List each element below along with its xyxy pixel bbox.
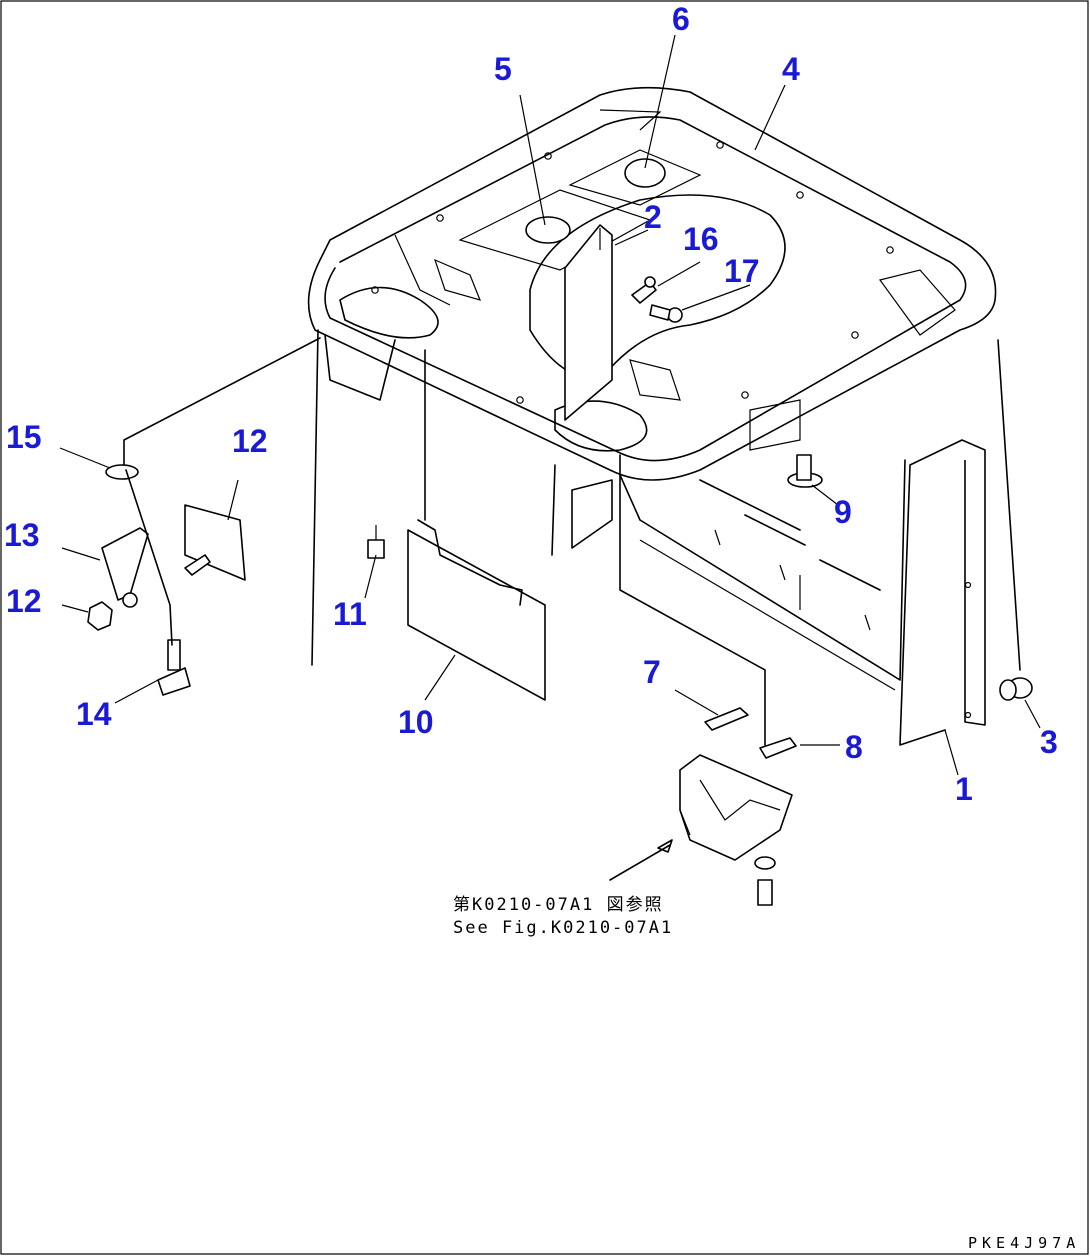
callout-16[interactable]: 16 xyxy=(683,221,719,257)
frame-holes xyxy=(371,141,894,404)
bolt-part-16 xyxy=(631,276,657,304)
callout-9[interactable]: 9 xyxy=(834,494,852,530)
callout-5[interactable]: 5 xyxy=(494,51,512,87)
reference-note-en: See Fig.K0210-07A1 xyxy=(453,918,673,938)
bolt-part-11 xyxy=(367,525,385,559)
callout-6[interactable]: 6 xyxy=(672,1,690,37)
callout-15[interactable]: 15 xyxy=(6,419,42,455)
panel-part-10 xyxy=(407,529,546,701)
callout-12-upper[interactable]: 12 xyxy=(232,423,268,459)
clip-part-7 xyxy=(704,707,749,731)
callout-4[interactable]: 4 xyxy=(782,51,800,87)
stud-part-9 xyxy=(787,454,823,488)
callout-12-lower[interactable]: 12 xyxy=(6,583,42,619)
callout-7[interactable]: 7 xyxy=(643,654,661,690)
callout-3[interactable]: 3 xyxy=(1040,724,1058,760)
side-bracket-part-1 xyxy=(909,439,986,726)
reference-note-jp: 第K0210-07A1 図参照 xyxy=(453,895,664,915)
callout-8[interactable]: 8 xyxy=(845,729,863,765)
floor-mat-part-6 xyxy=(624,158,666,188)
callout-17[interactable]: 17 xyxy=(724,253,760,289)
heater-box xyxy=(679,754,793,906)
callout-11[interactable]: 11 xyxy=(333,596,367,632)
bolt-part-14 xyxy=(157,639,191,696)
callout-10[interactable]: 10 xyxy=(398,704,434,740)
callout-1[interactable]: 1 xyxy=(955,771,973,807)
leader-lines xyxy=(59,34,1041,881)
callout-13[interactable]: 13 xyxy=(4,517,40,553)
drawing-code: PKE4J97A xyxy=(968,1234,1080,1252)
callouts: 1 2 3 4 5 6 7 8 9 10 11 12 12 13 14 15 1… xyxy=(4,1,1058,807)
bracket-plate-part-2 xyxy=(564,224,613,421)
callout-2[interactable]: 2 xyxy=(644,199,662,235)
grommet-part-3 xyxy=(999,677,1033,701)
cab-floor-frame xyxy=(307,86,997,691)
nut-part-12 xyxy=(87,601,113,631)
bolt-part-12-lower xyxy=(184,554,211,576)
callout-14[interactable]: 14 xyxy=(76,696,112,732)
bolt-part-17 xyxy=(649,304,683,323)
washer-part-15 xyxy=(105,464,139,480)
floor-mat-part-5 xyxy=(525,216,571,244)
clip-part-8 xyxy=(759,737,797,759)
bracket-part-13 xyxy=(101,527,149,601)
